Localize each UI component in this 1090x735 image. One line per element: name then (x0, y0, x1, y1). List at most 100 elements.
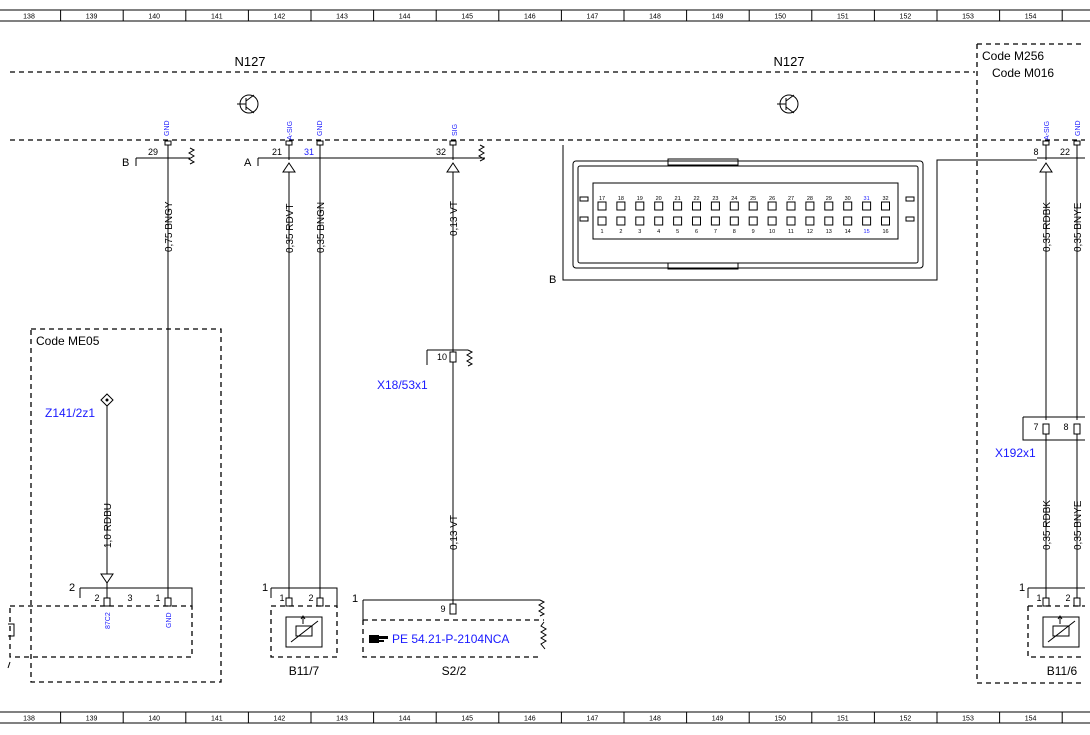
pin-terminal-icon (103, 597, 111, 607)
ruler-column-bottom: 154 (1025, 716, 1037, 723)
ruler-column-bottom: 153 (962, 716, 974, 723)
label-1-b11-6: 1 (1019, 582, 1025, 594)
connector-pin-socket (881, 216, 890, 226)
connector-pin-number: 22 (693, 196, 699, 202)
ruler-column-bottom: 146 (524, 716, 536, 723)
connector-pin-socket (729, 216, 739, 226)
label-2: 2 (69, 582, 75, 594)
ruler-column-bottom: 151 (837, 716, 849, 723)
signal-arrow-icon (446, 162, 460, 173)
connector-pin-number: 14 (845, 229, 851, 235)
pin-terminal-icon (1073, 140, 1081, 146)
pin-terminal-icon (316, 140, 324, 146)
pin-22: 22 (1060, 147, 1070, 157)
ruler-column-bottom: 139 (86, 716, 98, 723)
pin-9: 9 (440, 604, 445, 614)
signal-gnd: GND (317, 120, 324, 136)
wire-label-vt-lower: 0,13 VT (449, 515, 460, 550)
connector-pin-number: 9 (752, 229, 755, 235)
connector-pin-number: 28 (807, 196, 813, 202)
connector-pin-number: 2 (619, 229, 622, 235)
pin-31: 31 (304, 147, 314, 157)
signal-gnd: GND (164, 120, 171, 136)
ruler-column-bottom: 144 (399, 716, 411, 723)
n127-label-left: N127 (234, 54, 265, 69)
wire-label-rdvt: 0,35 RDVT (285, 204, 296, 253)
b11-7-label: B11/7 (289, 664, 320, 678)
connector-pin-socket (824, 216, 834, 226)
connector-pin-number: 12 (807, 229, 813, 235)
connector-pin-socket (729, 201, 739, 211)
pin-terminal-icon (285, 140, 293, 146)
connector-pin-number: 1 (600, 229, 603, 235)
pe-reference-link[interactable]: PE 54.21-P-2104NCA (392, 632, 509, 646)
pin-terminal-icon (285, 597, 293, 607)
connector-pin-number: 13 (826, 229, 832, 235)
ruler-column-top: 141 (211, 14, 223, 21)
switch-s2-2-box (362, 619, 544, 658)
wire-label-rdbk-upper: 0,35 RDBK (1042, 202, 1053, 252)
shield-zigzag-icon (478, 144, 486, 162)
wire-label-rdbu: 1,0 RDBU (103, 503, 114, 548)
connector-b-left-label: B (122, 157, 129, 169)
pin-b11-6-2: 2 (1065, 593, 1070, 603)
connector-pin-socket (805, 201, 815, 211)
ruler-column-top: 146 (524, 14, 536, 21)
connector-pin-number: 20 (656, 196, 662, 202)
connector-pin-number: 32 (882, 196, 888, 202)
connector-x18-frame (426, 349, 468, 365)
pin-1: 1 (155, 593, 160, 603)
pointing-hand-icon (369, 635, 388, 643)
ruler-column-top: 150 (774, 14, 786, 21)
pin-3: 3 (127, 593, 132, 603)
connector-pin-number: 25 (750, 196, 756, 202)
ruler-column-top: 151 (837, 14, 849, 21)
connector-pin-socket (597, 216, 607, 226)
signal-a-sig: A-SIG (1044, 121, 1051, 140)
pin-terminal-icon (164, 140, 172, 146)
code-m256-label: Code M256 (982, 49, 1044, 63)
signal-a-sig: A-SIG (287, 121, 294, 140)
ruler-column-bottom: 138 (23, 716, 35, 723)
pin-terminal-icon (1073, 597, 1081, 607)
temperature-sensor-icon (285, 615, 323, 648)
connector-pin-number: 17 (599, 196, 605, 202)
connector-pin-socket (692, 216, 701, 226)
pin-terminal-icon (316, 597, 324, 607)
x192x1-link[interactable]: X192x1 (995, 446, 1036, 460)
code-me05-label: Code ME05 (36, 334, 100, 348)
connector-pin-number: 24 (731, 196, 737, 202)
pin-terminal-icon (449, 351, 457, 363)
pin-b11-7-2: 2 (308, 593, 313, 603)
ruler-column-bottom: 143 (336, 716, 348, 723)
connector-pin-socket (843, 216, 853, 226)
s2-2-label: S2/2 (442, 664, 467, 678)
connector-pin-number: 31 (864, 196, 870, 202)
connector-pin-socket (673, 216, 683, 226)
connector-pin-number: 18 (618, 196, 624, 202)
connector-pin-socket (767, 216, 777, 226)
ruler-column-top: 154 (1025, 14, 1037, 21)
connector-pin-number: 6 (695, 229, 698, 235)
ruler-column-top: 152 (900, 14, 912, 21)
ruler-column-bottom: 145 (461, 716, 473, 723)
ruler-column-top: 139 (86, 14, 98, 21)
connector-pin-number: 16 (882, 229, 888, 235)
pin-10: 10 (437, 352, 447, 362)
connector-pin-socket (692, 201, 701, 211)
connector-pin-number: 10 (769, 229, 775, 235)
connector-pin-number: 7 (714, 229, 717, 235)
connector-pin-number: 29 (826, 196, 832, 202)
wire-label-bngn: 0,35 BNGN (316, 202, 327, 253)
z141-2z1-link[interactable]: Z141/2z1 (45, 406, 95, 420)
label-1-s2-2: 1 (352, 593, 358, 605)
ruler-column-top: 143 (336, 14, 348, 21)
pin-terminal-icon (449, 140, 457, 146)
connector-pin-number: 23 (712, 196, 718, 202)
ruler-column-top: 153 (962, 14, 974, 21)
connector-pin-socket (616, 216, 626, 226)
x18-53x1-link[interactable]: X18/53x1 (377, 378, 428, 392)
code-m016-label: Code M016 (992, 66, 1054, 80)
